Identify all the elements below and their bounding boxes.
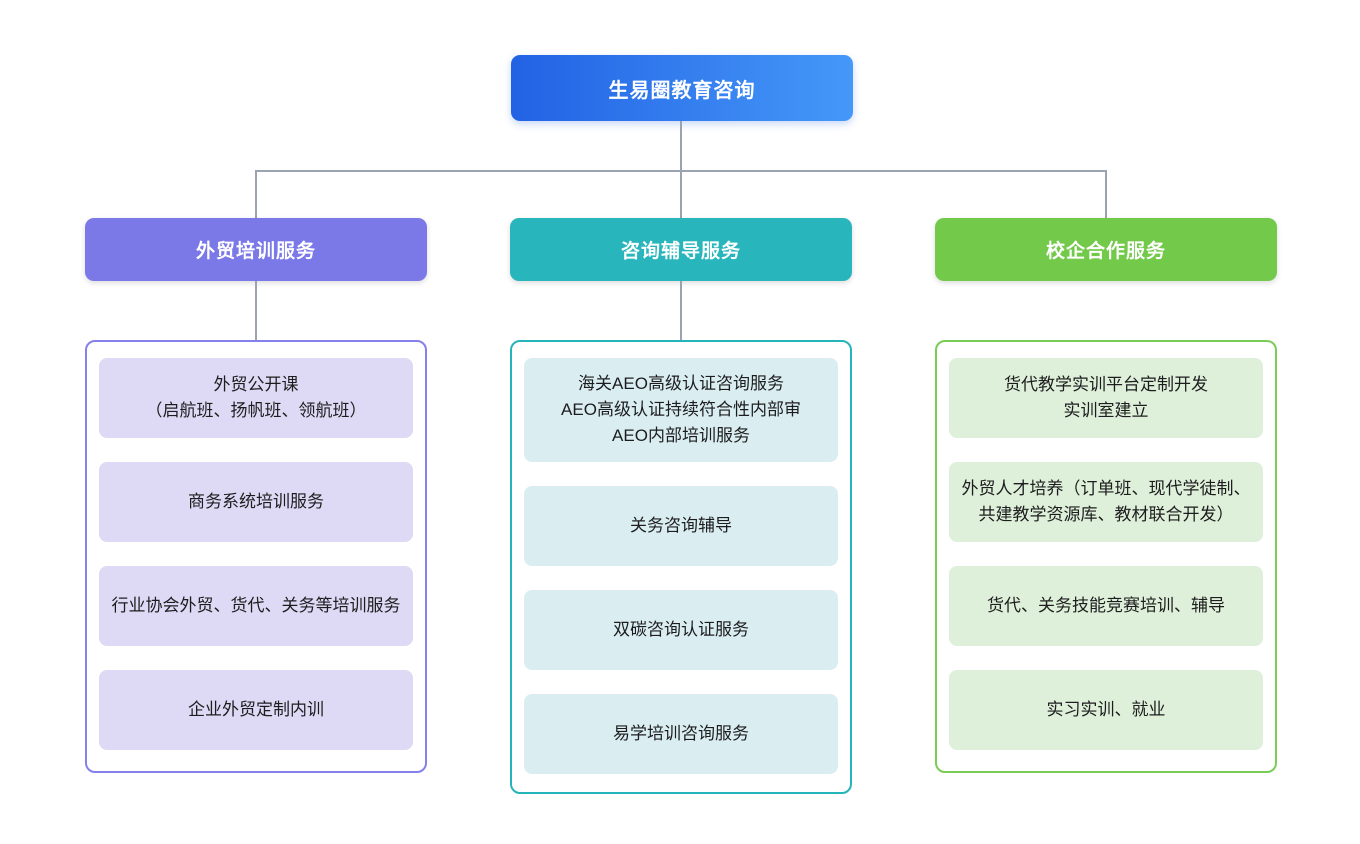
branch2-item-2: 关务咨询辅导 <box>524 486 838 566</box>
branch3-body: 货代教学实训平台定制开发 实训室建立 外贸人才培养（订单班、现代学徒制、共建教学… <box>935 340 1277 773</box>
branch3-item-2: 外贸人才培养（订单班、现代学徒制、共建教学资源库、教材联合开发） <box>949 462 1263 542</box>
branch-column-school-enterprise-cooperation: 校企合作服务 货代教学实训平台定制开发 实训室建立 外贸人才培养（订单班、现代学… <box>935 218 1277 773</box>
connector-branch3-drop <box>1105 170 1107 218</box>
connector-root-vertical <box>680 121 682 171</box>
branch1-item-3: 行业协会外贸、货代、关务等培训服务 <box>99 566 413 646</box>
branch2-body: 海关AEO高级认证咨询服务 AEO高级认证持续符合性内部审 AEO内部培训服务 … <box>510 340 852 794</box>
branch1-connector-line <box>255 281 257 340</box>
branch3-item-3: 货代、关务技能竞赛培训、辅导 <box>949 566 1263 646</box>
branch1-item-2: 商务系统培训服务 <box>99 462 413 542</box>
branch2-header-label: 咨询辅导服务 <box>620 241 741 262</box>
branch3-header-body-spacer <box>935 281 1277 340</box>
branch2-item-3: 双碳咨询认证服务 <box>524 590 838 670</box>
branch2-connector-line <box>680 281 682 340</box>
branch3-item-1: 货代教学实训平台定制开发 实训室建立 <box>949 358 1263 438</box>
branch3-header: 校企合作服务 <box>935 218 1277 281</box>
branch-column-foreign-trade-training: 外贸培训服务 外贸公开课 （启航班、扬帆班、领航班） 商务系统培训服务 行业协会… <box>85 218 427 773</box>
branch2-header: 咨询辅导服务 <box>510 218 852 281</box>
branch1-item-1: 外贸公开课 （启航班、扬帆班、领航班） <box>99 358 413 438</box>
branch1-item-4: 企业外贸定制内训 <box>99 670 413 750</box>
branch2-item-1: 海关AEO高级认证咨询服务 AEO高级认证持续符合性内部审 AEO内部培训服务 <box>524 358 838 462</box>
branch-column-consulting-coaching: 咨询辅导服务 海关AEO高级认证咨询服务 AEO高级认证持续符合性内部审 AEO… <box>510 218 852 794</box>
branch3-item-4: 实习实训、就业 <box>949 670 1263 750</box>
branch1-body: 外贸公开课 （启航班、扬帆班、领航班） 商务系统培训服务 行业协会外贸、货代、关… <box>85 340 427 773</box>
root-node-label: 生易圈教育咨询 <box>608 79 756 102</box>
branch1-header-body-connector <box>85 281 427 340</box>
branch3-header-label: 校企合作服务 <box>1045 241 1166 262</box>
branch1-header-label: 外贸培训服务 <box>195 241 316 262</box>
branch2-item-4: 易学培训咨询服务 <box>524 694 838 774</box>
branch2-header-body-connector <box>510 281 852 340</box>
connector-branch2-drop <box>680 170 682 218</box>
branch1-header: 外贸培训服务 <box>85 218 427 281</box>
root-node: 生易圈教育咨询 <box>511 55 853 121</box>
connector-branch1-drop <box>255 170 257 218</box>
